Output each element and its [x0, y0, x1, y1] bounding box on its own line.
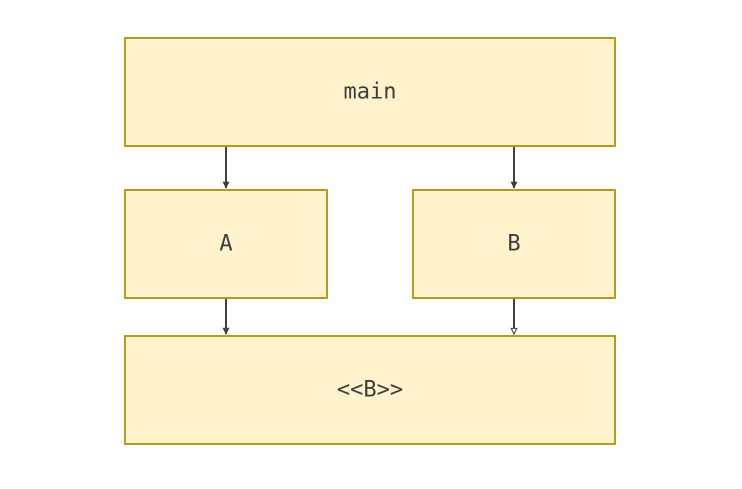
- node-b-box: [412, 189, 616, 299]
- node-a[interactable]: A: [124, 189, 328, 299]
- node-b[interactable]: B: [412, 189, 616, 299]
- node-b-interface-box: [124, 335, 616, 445]
- node-a-box: [124, 189, 328, 299]
- node-main-label: main: [344, 80, 397, 105]
- node-b-interface-label: <<B>>: [337, 378, 403, 403]
- node-b-interface[interactable]: <<B>>: [124, 335, 616, 445]
- node-b-label: B: [507, 232, 520, 257]
- node-main[interactable]: main: [124, 37, 616, 147]
- node-a-label: A: [219, 232, 232, 257]
- edges-group: [222, 147, 518, 335]
- node-main-box: [124, 37, 616, 147]
